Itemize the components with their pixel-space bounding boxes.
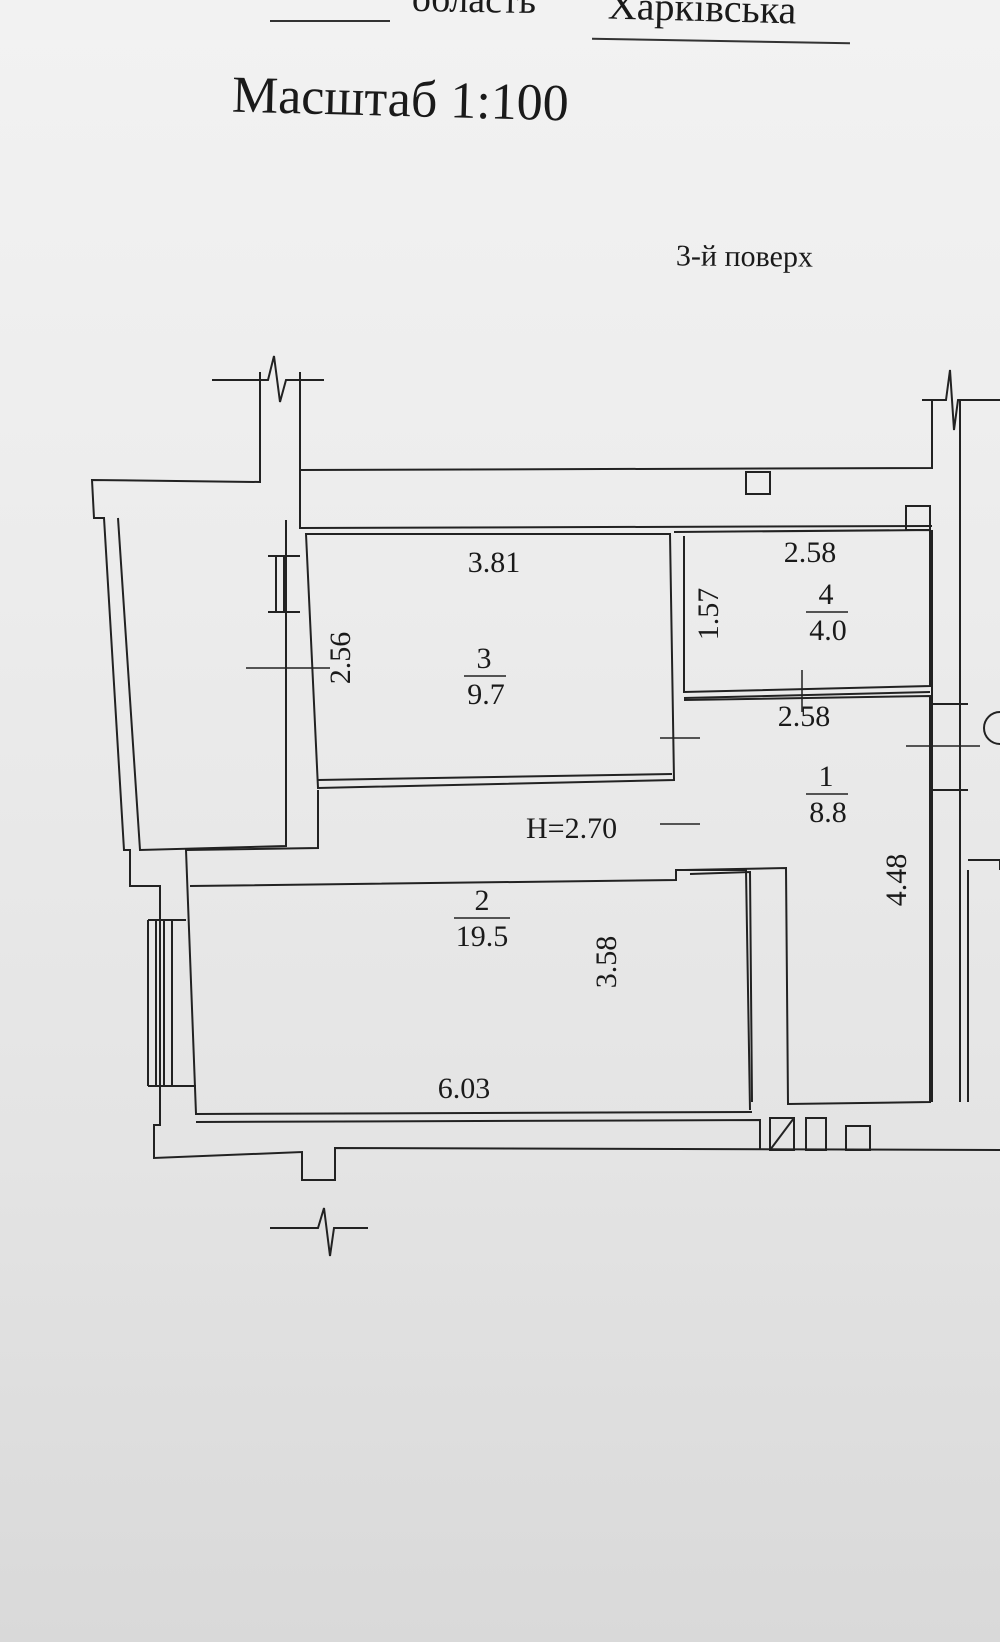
room3-inner-line <box>317 773 673 781</box>
dim-room1-width: 2.58 <box>778 700 831 733</box>
dim-room4-width: 2.58 <box>784 536 837 569</box>
room-2-label: 2 19.5 <box>454 884 510 953</box>
top-wall-inner <box>299 470 933 530</box>
room-area: 19.5 <box>456 920 509 953</box>
room1-inner <box>689 870 753 1103</box>
dim-room3-depth: 2.56 <box>324 632 357 685</box>
room-area: 4.0 <box>809 614 847 647</box>
right-wall-2 <box>967 859 1000 1102</box>
right-wall <box>931 400 961 1102</box>
room1-box <box>683 694 931 1106</box>
dim-room2-depth: 3.58 <box>590 936 623 989</box>
height-label: H=2.70 <box>526 812 617 845</box>
room2-right <box>675 869 751 1111</box>
room-3-label: 3 9.7 <box>464 642 506 711</box>
room4-box <box>673 528 931 694</box>
room-number: 4 <box>819 578 834 611</box>
header-underline-left <box>270 20 390 22</box>
room-area: 8.8 <box>809 796 847 829</box>
dim-room1-depth: 4.48 <box>880 854 913 907</box>
room-4-label: 4 4.0 <box>806 578 848 647</box>
fixtures <box>745 471 1000 1151</box>
dim-room3-width: 3.81 <box>468 546 521 579</box>
room-number: 3 <box>477 642 492 675</box>
room-number: 2 <box>475 884 490 917</box>
room4-bottom <box>683 691 931 699</box>
outer-wall <box>90 372 1000 1181</box>
windows <box>147 555 968 1087</box>
room3-box <box>304 533 676 790</box>
break-marks <box>212 355 1000 1257</box>
dimension-ticks <box>246 667 980 825</box>
dim-room2-width: 6.03 <box>438 1072 491 1105</box>
bottom-outer <box>195 1118 761 1150</box>
room-1-label: 1 8.8 <box>806 760 848 829</box>
room-number: 1 <box>819 760 834 793</box>
top-wall-outer <box>299 372 933 472</box>
room-area: 9.7 <box>467 678 505 711</box>
dim-room4-depth: 1.57 <box>692 588 725 641</box>
left-corridor-wall <box>117 517 287 852</box>
